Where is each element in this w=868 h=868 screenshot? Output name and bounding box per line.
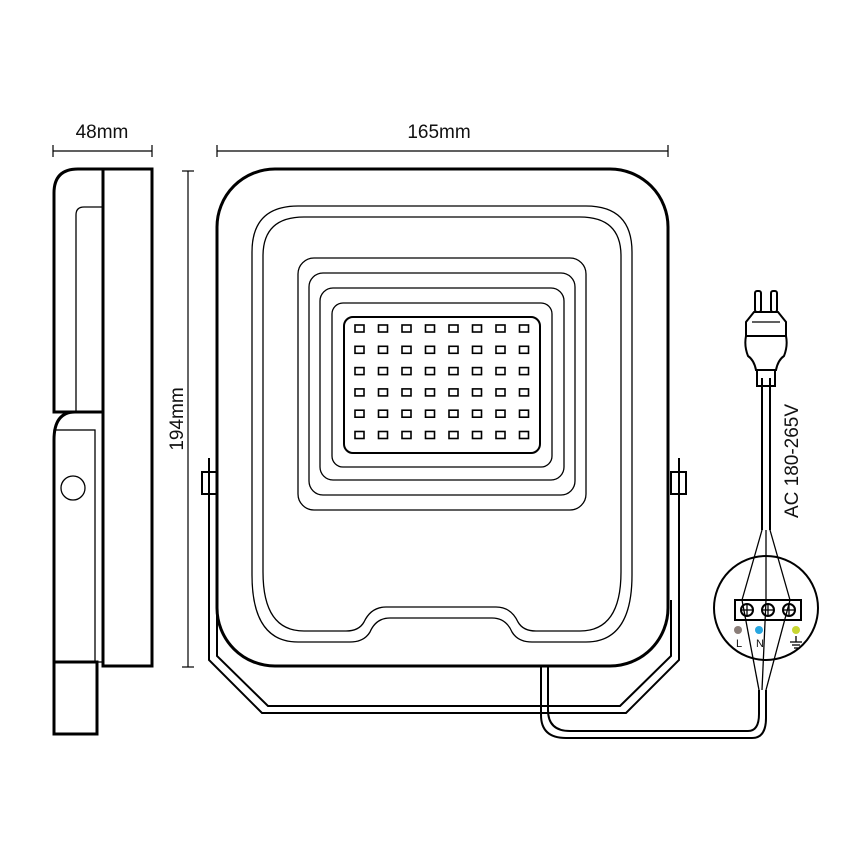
live-wire-dot	[734, 626, 742, 634]
led-chip	[377, 430, 389, 440]
led-chip	[424, 430, 436, 440]
led-chip	[401, 430, 412, 440]
led-chip	[354, 366, 365, 376]
voltage-label: AC 180-265V	[782, 404, 803, 518]
led-chip	[471, 366, 483, 376]
led-chip	[448, 324, 459, 333]
led-chip	[471, 388, 483, 397]
earth-wire-dot	[792, 626, 800, 634]
width-label: 165mm	[407, 122, 470, 143]
led-chip	[354, 324, 365, 333]
live-label: L	[736, 638, 742, 650]
led-chip	[424, 345, 436, 355]
led-chip	[495, 388, 506, 397]
led-chip	[354, 430, 365, 440]
led-chip	[401, 409, 412, 419]
terminal-screw-n	[761, 603, 775, 617]
led-chip	[471, 324, 483, 333]
depth-label: 48mm	[76, 122, 129, 143]
power-plug	[744, 290, 788, 387]
led-chip	[377, 324, 389, 333]
width-dimension: 165mm	[216, 122, 669, 157]
side-view	[52, 167, 154, 736]
led-chip	[495, 324, 506, 333]
led-chip	[424, 366, 436, 376]
led-chip	[471, 345, 483, 355]
led-grid	[354, 324, 530, 440]
led-chip	[495, 430, 506, 440]
led-chip	[354, 409, 365, 419]
led-chip	[377, 345, 389, 355]
led-chip	[495, 409, 506, 419]
led-chip	[424, 388, 436, 397]
neutral-label: N	[756, 638, 764, 650]
depth-dimension: 48mm	[52, 122, 153, 157]
led-chip	[354, 388, 365, 397]
terminal-screw-l	[740, 603, 754, 617]
led-chip	[401, 345, 412, 355]
led-chip	[401, 366, 412, 376]
led-chip	[424, 324, 436, 333]
led-chip	[518, 345, 530, 355]
terminal-screw-earth	[782, 603, 796, 617]
led-chip	[354, 345, 365, 355]
height-dimension: 194mm	[167, 170, 194, 668]
neutral-wire-dot	[755, 626, 763, 634]
led-chip	[471, 430, 483, 440]
led-chip	[448, 345, 459, 355]
led-chip	[377, 409, 389, 419]
led-chip	[518, 324, 530, 333]
led-chip	[401, 324, 412, 333]
height-label: 194mm	[167, 387, 188, 450]
led-chip	[448, 409, 459, 419]
led-chip	[495, 366, 506, 376]
led-chip	[518, 388, 530, 397]
led-chip	[518, 409, 530, 419]
led-chip	[518, 430, 530, 440]
terminal-block: L N	[734, 599, 802, 650]
led-chip	[401, 388, 412, 397]
led-chip	[471, 409, 483, 419]
led-chip	[448, 388, 459, 397]
earth-icon	[790, 636, 802, 649]
led-chip	[518, 366, 530, 376]
led-chip	[495, 345, 506, 355]
power-cable: AC 180-265V L N	[540, 290, 819, 739]
mount-screw	[60, 475, 86, 501]
led-chip	[377, 388, 389, 397]
front-view	[201, 167, 687, 714]
led-chip	[448, 430, 459, 440]
led-chip	[424, 409, 436, 419]
led-chip	[448, 366, 459, 376]
led-chip	[377, 366, 389, 376]
